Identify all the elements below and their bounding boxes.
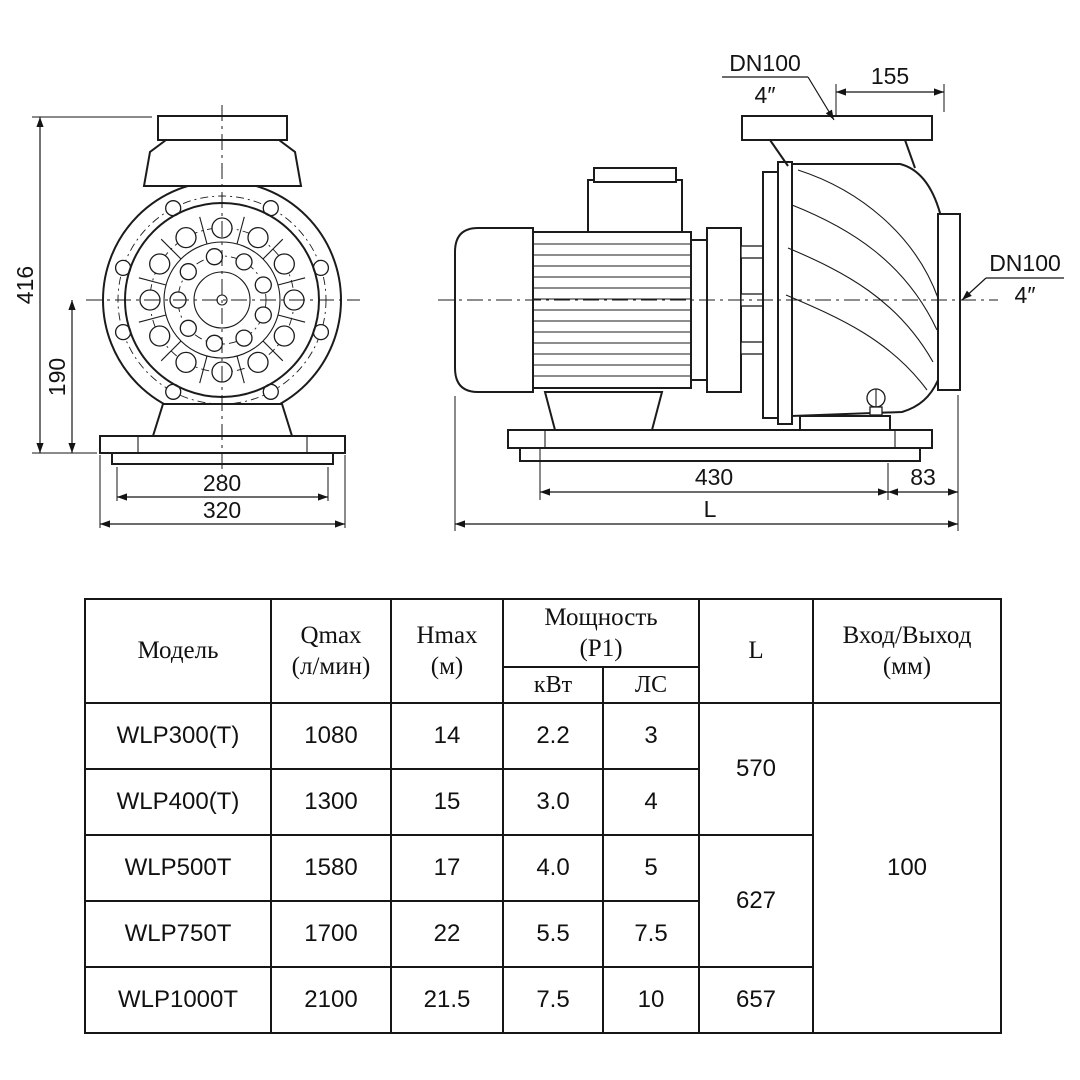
col-header-power: Мощность (P1) [502,598,700,668]
dim-label-155: 155 [871,63,909,89]
col-header-hp: ЛС [602,666,700,704]
qmax-cell: 1580 [270,834,392,902]
length-cell: 570 [698,702,814,836]
callout-side-flange: DN100 4″ [961,250,1064,308]
pump-technical-drawing: 416 190 280 320 [12,50,1064,531]
table-row: WLP1000T 2100 21.5 7.5 10 657 [84,966,1001,1034]
io-cell: 100 [812,702,1002,1034]
header-length-text: L [748,637,764,665]
casing-bolts [114,200,330,400]
fan-cover [454,227,534,393]
hp-cell: 4 [602,768,700,836]
drain-plug [866,388,886,416]
dim-label-430: 430 [695,464,733,490]
dimension-280: 280 [116,467,329,501]
hp-cell: 5 [602,834,700,902]
top-flange-size-label: 4″ [755,82,776,108]
hmax-cell: 15 [390,768,504,836]
col-header-io: Вход/Выход (мм) [812,598,1002,704]
dimension-430: 430 [539,448,889,500]
discharge-flange [937,213,961,391]
spec-table-section: Модель Qmax (л/мин) Hmax (м) Мощность (P… [84,598,1002,1034]
header-qmax-line1: Qmax [300,621,362,649]
header-kw-text: кВт [533,672,573,698]
model-cell: WLP400(T) [84,768,272,836]
header-power-line1: Мощность [544,603,658,631]
hmax-cell: 21.5 [390,966,504,1034]
dim-label-416: 416 [12,266,38,304]
pump-base-side [507,391,933,462]
col-header-kw: кВт [502,666,604,704]
spec-table: Модель Qmax (л/мин) Hmax (м) Мощность (P… [84,598,1002,1034]
qmax-cell: 2100 [270,966,392,1034]
length-cell: 627 [698,834,814,968]
callout-top-flange: DN100 4″ [722,50,835,121]
header-hmax-line2: (м) [430,653,464,680]
col-header-qmax: Qmax (л/мин) [270,598,392,704]
hmax-cell: 22 [390,900,504,968]
col-header-model: Модель [84,598,272,704]
dimension-320: 320 [99,455,346,528]
hp-cell: 10 [602,966,700,1034]
dimension-L: L [454,396,958,531]
hmax-cell: 17 [390,834,504,902]
model-cell: WLP500T [84,834,272,902]
dimension-416: 416 [12,116,152,454]
dim-label-280: 280 [203,470,241,496]
hp-cell: 7.5 [602,900,700,968]
suction-flange-side [741,115,933,141]
model-cell: WLP750T [84,900,272,968]
model-cell: WLP300(T) [84,702,272,770]
header-hmax-line1: Hmax [416,621,478,649]
volute-casing [741,115,961,418]
guard-holes-outer-ring [139,217,305,383]
qmax-cell: 1300 [270,768,392,836]
header-power-line2: (P1) [579,635,623,662]
length-cell: 657 [698,966,814,1034]
table-row: WLP400(T) 1300 15 3.0 4 [84,768,1001,836]
dimension-83: 83 [888,395,959,531]
hp-cell: 3 [602,702,700,770]
hmax-cell: 14 [390,702,504,770]
pump-side-view: DN100 4″ 155 DN100 4″ [438,50,1064,531]
motor-pump-adapter [690,161,793,425]
col-header-hmax: Hmax (м) [390,598,504,704]
side-flange-size-label: 4″ [1015,282,1036,308]
side-flange-dn-label: DN100 [989,250,1061,276]
kw-cell: 4.0 [502,834,604,902]
top-flange-dn-label: DN100 [729,50,801,76]
kw-cell: 5.5 [502,900,604,968]
col-header-length: L [698,598,814,704]
guard-holes-inner-ring [169,248,272,352]
dimension-190: 190 [44,300,76,453]
model-cell: WLP1000T [84,966,272,1034]
kw-cell: 3.0 [502,768,604,836]
table-row: WLP300(T) 1080 14 2.2 3 570 100 [84,702,1002,1034]
qmax-cell: 1700 [270,900,392,968]
dimension-155: 155 [835,63,945,116]
table-row: WLP750T 1700 22 5.5 7.5 [84,900,1001,968]
header-hp-text: ЛС [634,672,668,698]
header-io-line1: Вход/Выход [842,621,972,649]
header-qmax-line2: (л/мин) [291,653,371,680]
dim-label-190: 190 [44,358,70,396]
terminal-box-lid [593,167,677,183]
kw-cell: 2.2 [502,702,604,770]
pump-front-view: 416 190 280 320 [12,105,360,528]
dim-label-L: L [704,496,717,522]
header-model-text: Модель [137,637,219,665]
dim-label-320: 320 [203,497,241,523]
header-io-line2: (мм) [882,653,932,680]
volute-curves [785,169,939,391]
motor-fins [533,243,691,377]
dim-label-83: 83 [910,464,936,490]
table-row: WLP500T 1580 17 4.0 5 627 [84,834,1001,968]
qmax-cell: 1080 [270,702,392,770]
kw-cell: 7.5 [502,966,604,1034]
motor [454,167,692,393]
terminal-box [587,179,683,233]
